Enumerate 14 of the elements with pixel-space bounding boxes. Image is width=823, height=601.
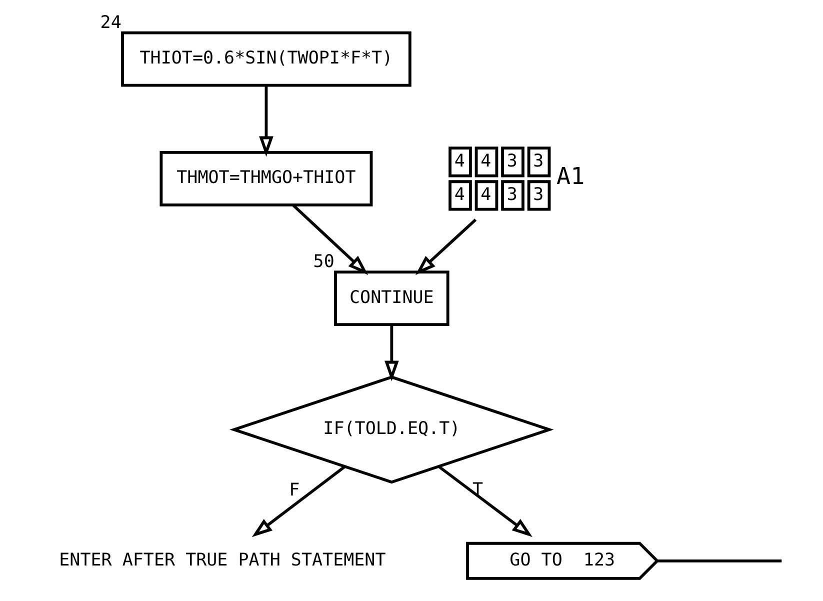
arrow <box>292 204 368 275</box>
arrow <box>251 466 345 538</box>
node-label: 50 <box>312 252 334 272</box>
arrow <box>258 86 273 157</box>
node-text: ENTER AFTER TRUE PATH STATEMENT <box>58 550 386 570</box>
arrow <box>384 325 398 382</box>
node-box: CONTINUE <box>334 270 449 326</box>
connector <box>656 559 782 562</box>
node-label: 24 <box>100 12 121 33</box>
node-box: THIOT=0.6*SIN(TWOPI*F*T) <box>120 31 411 87</box>
node-label: A1 <box>556 162 584 190</box>
node-box: THMOT=THMGO+THIOT <box>159 150 372 206</box>
arrow <box>437 465 532 537</box>
arrow <box>414 218 476 275</box>
